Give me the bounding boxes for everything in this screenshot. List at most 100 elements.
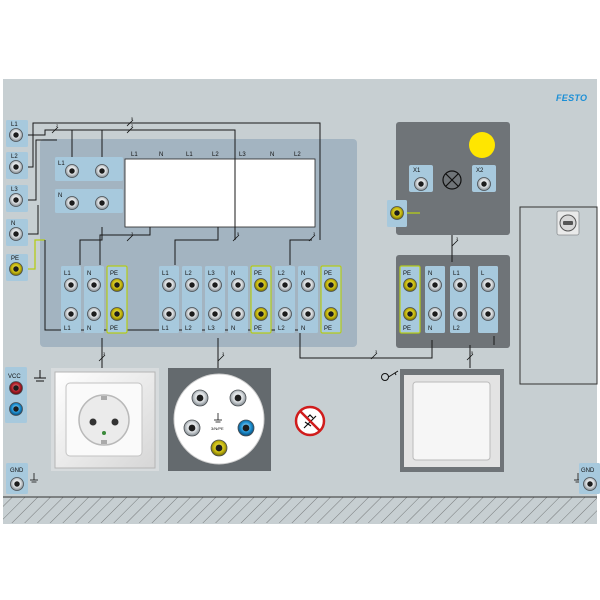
supply-jack-pe[interactable] [9,262,23,276]
indicator-light [469,132,495,158]
lamp-jack-x2[interactable] [477,177,491,191]
light-switch-rocker[interactable] [412,381,491,461]
lamp-jack-x1[interactable] [414,177,428,191]
wire-count-tick [232,234,240,242]
switch-group-jack-bottom-1[interactable] [428,307,442,321]
group-2-jack-top-1[interactable] [185,278,199,292]
display-col-label-6: L2 [294,152,301,158]
wire-count-tick [51,126,59,134]
group-1-jack-top-1[interactable] [87,278,101,292]
supply-jack-l2[interactable] [9,160,23,174]
switch-group-jack-bottom-2[interactable] [453,307,467,321]
group-1-jack-bottom-0[interactable] [64,307,78,321]
wire-count-tick [126,126,134,134]
group-2-jack-top-3[interactable] [231,278,245,292]
gnd-label-left: GND [10,468,24,474]
switch-group-jack-top-2[interactable] [453,278,467,292]
wire-count-label-6: 3 [103,351,106,356]
wire-count-label-0: 5 [131,116,134,121]
wire-count-label-8: 3 [456,236,459,241]
wire-count-tick [217,354,225,362]
wire-count-label-4: 5 [237,231,240,236]
wire-count-tick [126,119,134,127]
gnd-jack-right[interactable] [583,477,597,491]
bus-pe [27,239,45,270]
supply-label-l1: L1 [11,122,18,128]
group-1-top-label-2: PE [110,271,118,277]
key-symbol-icon [381,370,399,381]
lamp-x1-label: X1 [413,168,421,174]
supply-jack-n[interactable] [9,227,23,241]
bridge-block-l1 [55,157,123,181]
group-3-jack-bottom-0[interactable] [278,307,292,321]
group-3-jack-top-2[interactable] [324,278,338,292]
group-2-jack-top-4[interactable] [254,278,268,292]
display-col-label-0: L1 [131,152,138,158]
bridge-block-n [55,189,123,213]
switch-group-jack-bottom-3[interactable] [481,307,495,321]
vcc-jack-blue[interactable] [9,402,23,416]
vcc-earth-symbol [34,370,46,382]
bus-n [27,205,39,235]
switch-group-top-label-1: N [428,271,432,277]
switch-group-jack-top-1[interactable] [428,278,442,292]
bridge-jack-l1-b[interactable] [95,164,109,178]
display-col-label-2: L1 [186,152,193,158]
group-3-jack-top-1[interactable] [301,278,315,292]
bridge-jack-l1-a[interactable] [65,164,79,178]
group-2-jack-top-0[interactable] [162,278,176,292]
switch-group-jack-bottom-0[interactable] [403,307,417,321]
group-1-bottom-label-2: PE [110,326,118,332]
switch-group-bottom-label-1: N [428,326,432,332]
switch-group-top-label-2: L1 [453,271,460,277]
group-2-top-label-0: L1 [162,271,169,277]
bridge-label-l1: L1 [58,161,65,167]
supply-jack-l1[interactable] [9,128,23,142]
group-1-bottom-label-1: N [87,326,91,332]
supply-jack-l3[interactable] [9,193,23,207]
bridge-jack-n-a[interactable] [65,196,79,210]
cee-pin-l3[interactable] [183,419,201,437]
group-2-bottom-label-0: L1 [162,326,169,332]
schuko-socket[interactable] [78,394,130,446]
wire-count-label-2: 2 [131,123,134,128]
gnd-jack-left[interactable] [10,477,24,491]
cee-pin-l2[interactable] [229,389,247,407]
group-3-bottom-label-0: L2 [278,326,285,332]
switch-group-jack-top-0[interactable] [403,278,417,292]
brand-logo: FESTO [556,93,587,103]
cee-pin-l1[interactable] [191,389,209,407]
wire-count-label-1: 2 [56,123,59,128]
group-2-jack-bottom-0[interactable] [162,307,176,321]
vcc-jack-red[interactable] [9,381,23,395]
group-2-jack-bottom-1[interactable] [185,307,199,321]
group-3-jack-top-0[interactable] [278,278,292,292]
cee-pin-pe[interactable] [210,439,228,457]
group-2-jack-bottom-2[interactable] [208,307,222,321]
cee-pin-n[interactable] [237,419,255,437]
switch-feed [299,340,433,359]
group-2-jack-top-2[interactable] [208,278,222,292]
group-2-jack-bottom-3[interactable] [231,307,245,321]
group-3-jack-bottom-2[interactable] [324,307,338,321]
group-3-jack-bottom-1[interactable] [301,307,315,321]
feed-group-2 [174,227,219,265]
bridge-jack-n-b[interactable] [95,196,109,210]
group-1-jack-bottom-1[interactable] [87,307,101,321]
bridge-label-n: N [58,193,62,199]
switch-group-jack-top-3[interactable] [481,278,495,292]
feed-group-1-n [99,227,151,265]
group-2-top-label-2: L3 [208,271,215,277]
group-1-jack-bottom-2[interactable] [110,307,124,321]
cee-earth-symbol [214,413,222,423]
wire-count-tick [126,234,134,242]
lamp-jack-pe[interactable] [390,206,404,220]
group-1-jack-top-2[interactable] [110,278,124,292]
group-1-jack-top-0[interactable] [64,278,78,292]
meter-display [124,158,316,228]
group-2-jack-bottom-4[interactable] [254,307,268,321]
wire-count-tick [466,353,474,361]
gnd-earth-symbol-left [30,473,38,483]
fuse-cabinet [519,206,598,385]
